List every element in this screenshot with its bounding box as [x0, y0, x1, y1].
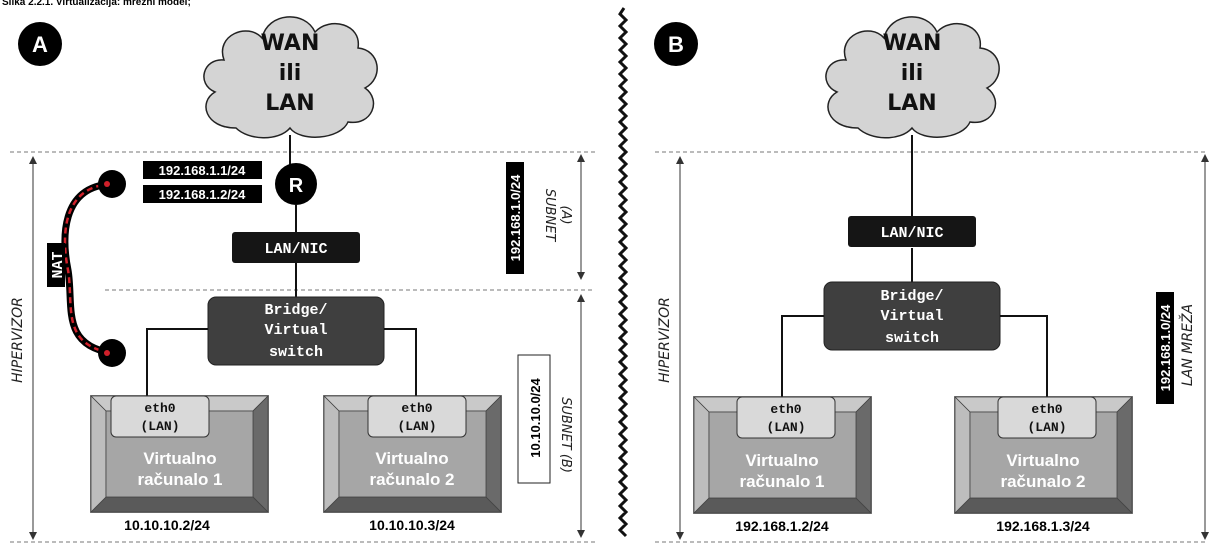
figure-caption: Slika 2.2.1. Virtualizacija: mrežni mode… [2, 0, 191, 8]
cloud-label: ili [901, 61, 924, 86]
svg-text:eth0: eth0 [144, 401, 175, 416]
svg-text:A: A [32, 32, 48, 57]
svg-text:računalo 2: računalo 2 [1000, 472, 1085, 491]
nat-ip-2: 192.168.1.2/24 [159, 187, 247, 202]
svg-text:Virtual: Virtual [264, 322, 327, 339]
eth0-interface-1 [110, 395, 210, 438]
svg-text:računalo 1: računalo 1 [739, 472, 824, 491]
eth0-interface-2 [367, 395, 467, 438]
svg-text:Virtualno: Virtualno [375, 449, 448, 468]
vm-1-ip: 192.168.1.2/24 [735, 518, 829, 534]
subnet-a-ip: 192.168.1.0/24 [508, 174, 523, 262]
eth0-interface-2 [997, 396, 1097, 439]
svg-text:računalo 2: računalo 2 [369, 470, 454, 489]
svg-text:eth0: eth0 [770, 402, 801, 417]
svg-text:Virtual: Virtual [880, 308, 943, 325]
svg-text:LAN/NIC: LAN/NIC [880, 225, 943, 242]
vm-2-ip: 10.10.10.3/24 [369, 517, 455, 533]
cloud-label: WAN [883, 31, 942, 56]
svg-text:Virtualno: Virtualno [143, 449, 216, 468]
router-icon [275, 163, 317, 205]
panel-a: A WAN ili LAN R 192.168.1.1/24 192.168.1… [10, 16, 595, 543]
svg-text:LAN/NIC: LAN/NIC [264, 241, 327, 258]
cloud-icon [825, 16, 1000, 139]
vm-1-ip: 10.10.10.2/24 [124, 517, 210, 533]
lan-nic-box [848, 216, 976, 247]
cloud-label: LAN [265, 91, 314, 116]
panel-b-badge [654, 22, 698, 66]
subnet-b-label: SUBNET (B) [558, 397, 573, 473]
vm-2-ip: 192.168.1.3/24 [996, 518, 1090, 534]
svg-text:Virtualno: Virtualno [1006, 451, 1079, 470]
svg-text:(LAN): (LAN) [766, 420, 805, 435]
panel-a-badge [18, 22, 62, 66]
svg-text:eth0: eth0 [401, 401, 432, 416]
cloud-icon [203, 16, 378, 139]
panel-b: B WAN ili LAN LAN/NIC Bridge/ Virtual sw… [654, 16, 1209, 543]
hypervisor-label: HIPERVIZOR [657, 297, 673, 383]
svg-text:(LAN): (LAN) [397, 419, 436, 434]
svg-text:Bridge/: Bridge/ [880, 288, 943, 305]
hypervisor-label: HIPERVIZOR [10, 297, 26, 383]
svg-text:Bridge/: Bridge/ [264, 302, 327, 319]
subnet-a-label: (A) [558, 205, 573, 224]
cloud-label: LAN [887, 91, 936, 116]
svg-text:(LAN): (LAN) [140, 419, 179, 434]
nat-cable [61, 170, 126, 367]
cloud-label: WAN [261, 31, 320, 56]
lan-network-ip: 192.168.1.0/24 [1158, 304, 1173, 392]
nat-ip-1: 192.168.1.1/24 [159, 163, 247, 178]
cloud-label: ili [279, 61, 302, 86]
nat-label: NAT [50, 251, 67, 278]
svg-text:R: R [289, 175, 304, 197]
subnet-b-ip: 10.10.10.0/24 [528, 377, 543, 457]
svg-text:računalo 1: računalo 1 [137, 470, 222, 489]
svg-text:Virtualno: Virtualno [745, 451, 818, 470]
svg-text:(LAN): (LAN) [1027, 420, 1066, 435]
svg-text:eth0: eth0 [1031, 402, 1062, 417]
lan-nic-box [232, 232, 360, 263]
svg-text:switch: switch [269, 344, 323, 361]
eth0-interface-1 [736, 396, 836, 439]
lan-network-label: LAN MREŽA [1178, 304, 1196, 386]
svg-text:B: B [668, 32, 684, 57]
svg-text:switch: switch [885, 330, 939, 347]
panel-divider [617, 7, 629, 538]
bridge-virtual-switch [207, 296, 385, 366]
subnet-a-label: SUBNET [542, 189, 557, 243]
